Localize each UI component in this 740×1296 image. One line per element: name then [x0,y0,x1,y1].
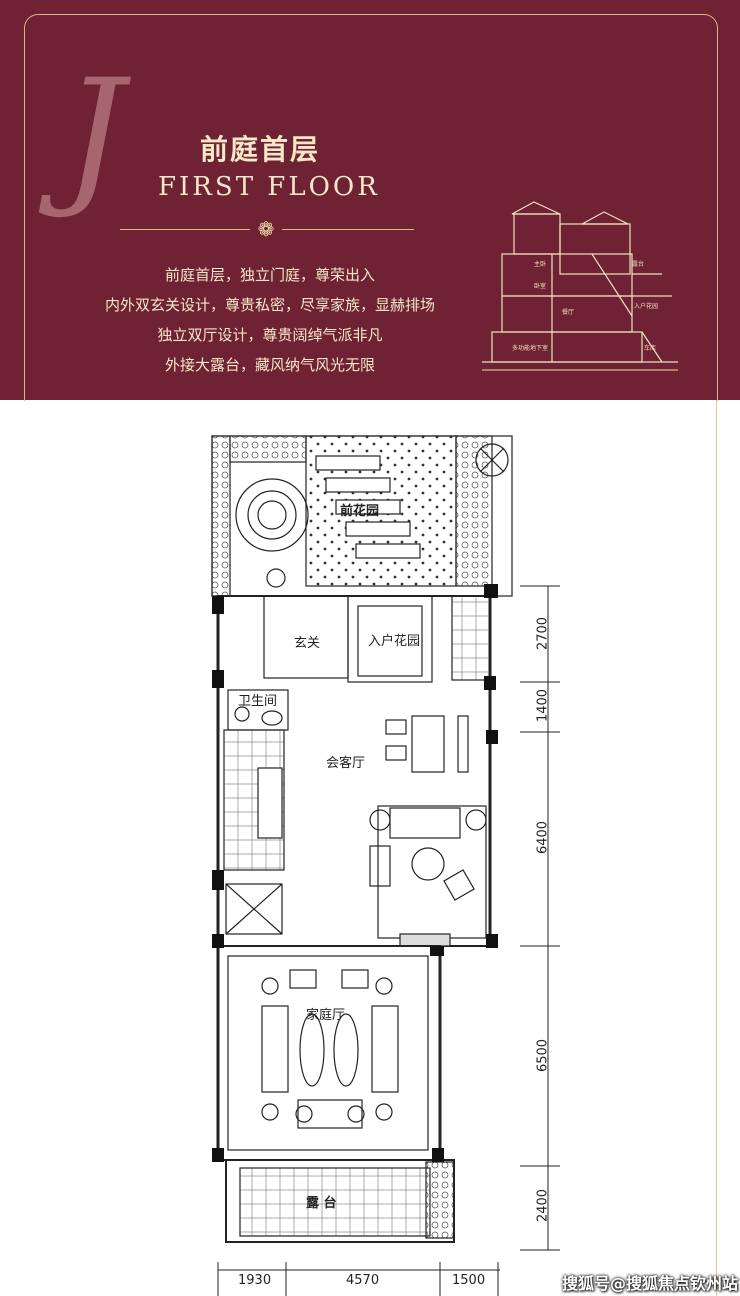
room-label-family-room: 家庭厅 [306,1008,346,1023]
dimension-label: 1400 [535,688,551,723]
dimension-label: 1930 [238,1273,272,1288]
section-label: 卧室 [534,282,546,290]
room-label-terrace: 露 台 [306,1196,337,1211]
divider-right [282,229,414,230]
section-label: 主卧 [534,260,546,268]
building-section-diagram: 主卧 卧室 餐厅 入户花园 多功能地下室 车库 露台 [482,201,678,371]
dimension-label: 4570 [346,1273,380,1288]
header-banner: J 前庭首层 FIRST FLOOR ❁ 前庭首层，独立门庭，尊荣出入 内外双玄… [0,0,740,401]
flower-ornament-icon: ❁ [257,217,275,241]
floor-plan [211,435,560,1296]
frame-line [716,400,717,1296]
section-label: 露台 [632,260,644,268]
dimension-label: 2700 [535,616,551,651]
description-line: 内外双玄关设计，尊贵私密，尽享家族，显赫排场 [104,296,435,314]
header-frame [24,14,718,401]
title-chinese: 前庭首层 [200,133,321,166]
section-label: 餐厅 [562,308,574,316]
dimension-label: 6500 [535,1038,551,1073]
dimension-label: 1500 [452,1273,486,1288]
room-label-living-room: 会客厅 [326,756,366,771]
section-label: 入户花园 [634,302,658,310]
dimension-label: 6400 [535,820,551,855]
room-label-front-garden: 前花园 [340,504,380,519]
section-label: 多功能地下室 [512,344,548,352]
room-label-bathroom: 卫生间 [238,694,278,709]
description-line: 外接大露台，藏风纳气风光无限 [164,356,375,374]
description: 前庭首层，独立门庭，尊荣出入 内外双玄关设计，尊贵私密，尽享家族，显赫排场 独立… [80,260,460,380]
divider-left [120,229,250,230]
decorative-letter: J [64,48,125,222]
title-english: FIRST FLOOR [158,172,380,202]
room-label-foyer: 玄关 [294,636,321,651]
watermark: 搜狐号@搜狐焦点钦州站 [562,1274,739,1293]
room-label-entry-garden: 入户花园 [368,634,421,649]
description-line: 独立双厅设计，尊贵阔绰气派非凡 [157,326,383,344]
section-label: 车库 [644,344,656,352]
dimension-label: 2400 [535,1188,551,1223]
description-line: 前庭首层，独立门庭，尊荣出入 [164,266,375,284]
